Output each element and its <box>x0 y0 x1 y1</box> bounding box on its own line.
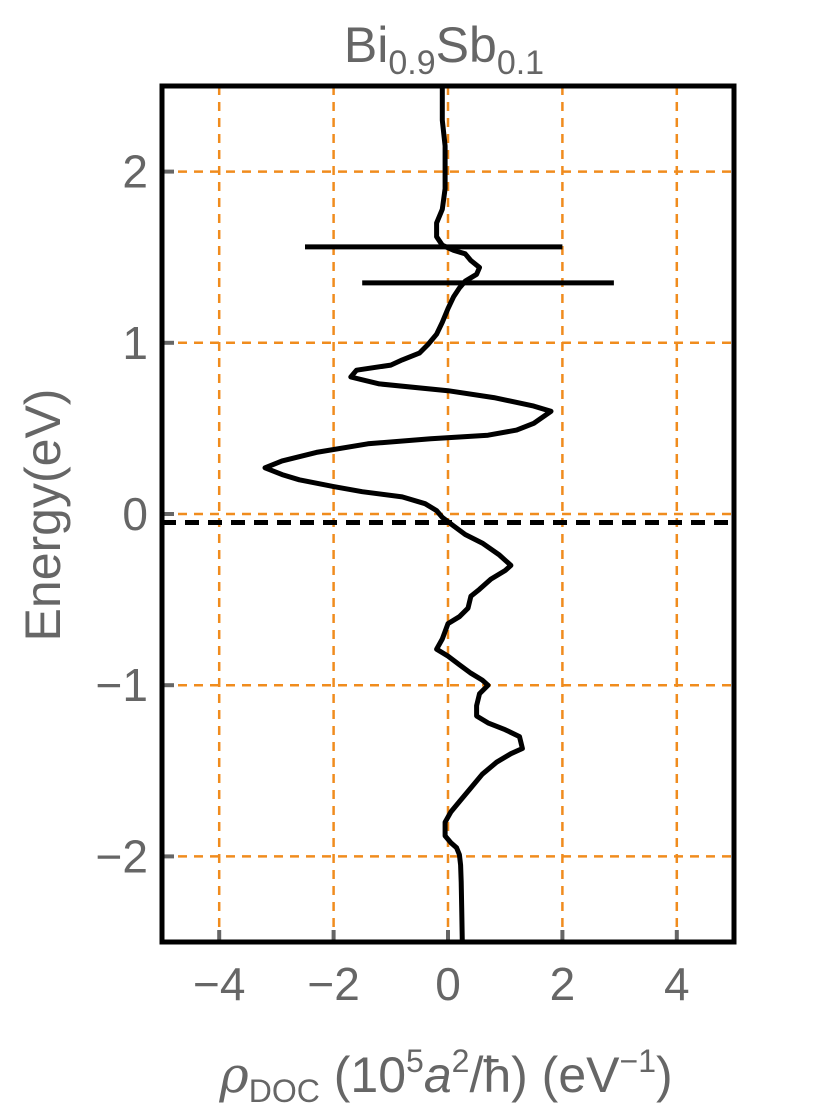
dos-curve-line <box>262 83 554 945</box>
x-label-a: a <box>424 1047 452 1103</box>
x-label-rho-sub: DOC <box>249 1073 320 1109</box>
title-bi: Bi <box>344 17 388 73</box>
y-tick-label: 1 <box>122 317 148 369</box>
x-label-close: ) <box>656 1047 673 1103</box>
x-tick-label: −2 <box>307 958 359 1010</box>
y-tick-label: 2 <box>122 146 148 198</box>
x-label-rho: ρ <box>218 1046 249 1104</box>
x-label-open: (10 <box>320 1047 406 1103</box>
x-label-hbar: /ħ <box>469 1047 511 1103</box>
x-label-tail: ) (eV <box>511 1047 620 1103</box>
y-tick-labels: −2 −1 0 1 2 <box>96 146 148 883</box>
x-label-exp-neg1: −1 <box>620 1043 656 1079</box>
y-tick-label: −1 <box>96 659 148 711</box>
title-sb: Sb <box>436 17 497 73</box>
x-axis-label: ρDOC (105a2/ħ) (eV−1) <box>218 1043 672 1109</box>
x-tick-label: 4 <box>664 958 690 1010</box>
x-tick-labels: −4 −2 0 2 4 <box>193 958 690 1010</box>
spike-lines <box>305 244 614 286</box>
title-sub-2: 0.1 <box>497 44 544 82</box>
plot-frame <box>159 83 737 945</box>
title-sub-1: 0.9 <box>388 44 435 82</box>
x-tick-label: 0 <box>435 958 461 1010</box>
x-label-exp2: 2 <box>452 1043 470 1079</box>
chart-title: Bi0.9Sb0.1 <box>344 17 544 82</box>
x-label-exp5: 5 <box>406 1043 424 1079</box>
tick-marks <box>162 169 679 942</box>
y-tick-label: −2 <box>96 830 148 882</box>
y-tick-label: 0 <box>122 488 148 540</box>
y-axis-label: Energy(eV) <box>15 389 71 642</box>
x-tick-label: 2 <box>550 958 576 1010</box>
x-tick-label: −4 <box>193 958 245 1010</box>
